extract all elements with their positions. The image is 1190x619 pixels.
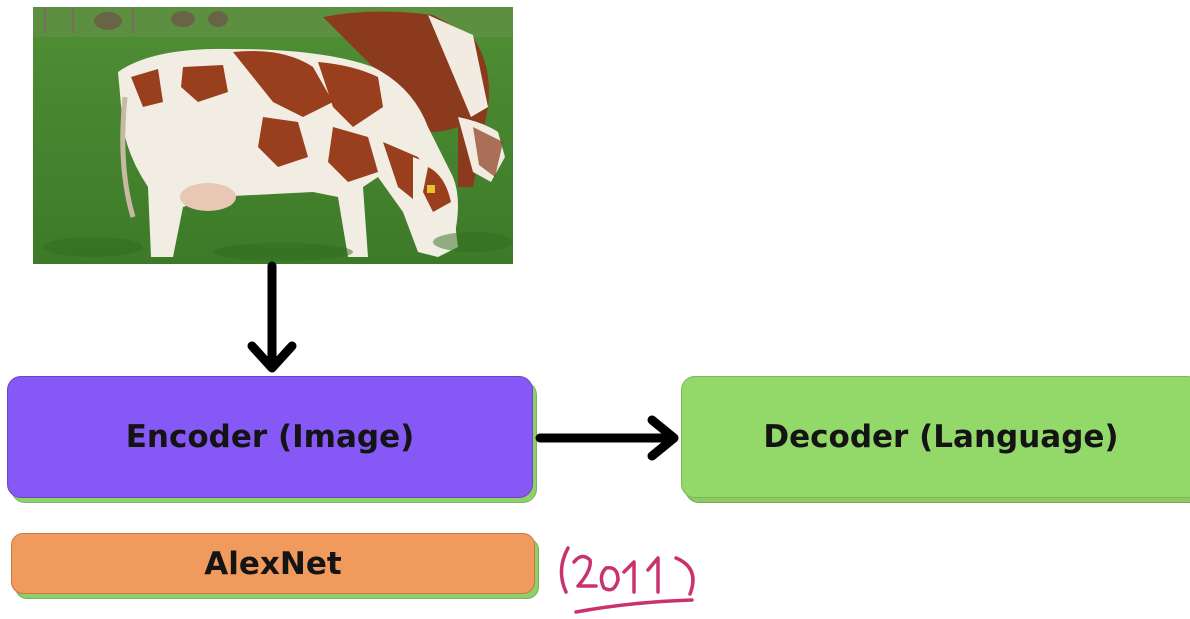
handwritten-year-annotation [559, 546, 695, 614]
cow-photo-illustration [33, 7, 513, 264]
encoder-node: Encoder (Image) [7, 376, 533, 498]
decoder-label: Decoder (Language) [763, 419, 1119, 455]
decoder-node: Decoder (Language) [681, 376, 1190, 498]
alexnet-label: AlexNet [204, 545, 342, 582]
cow-photo [33, 7, 513, 264]
encoder-label: Encoder (Image) [125, 419, 415, 455]
arrow-image-to-encoder [247, 261, 297, 373]
arrow-encoder-to-decoder [535, 415, 679, 461]
alexnet-node: AlexNet [11, 533, 535, 594]
